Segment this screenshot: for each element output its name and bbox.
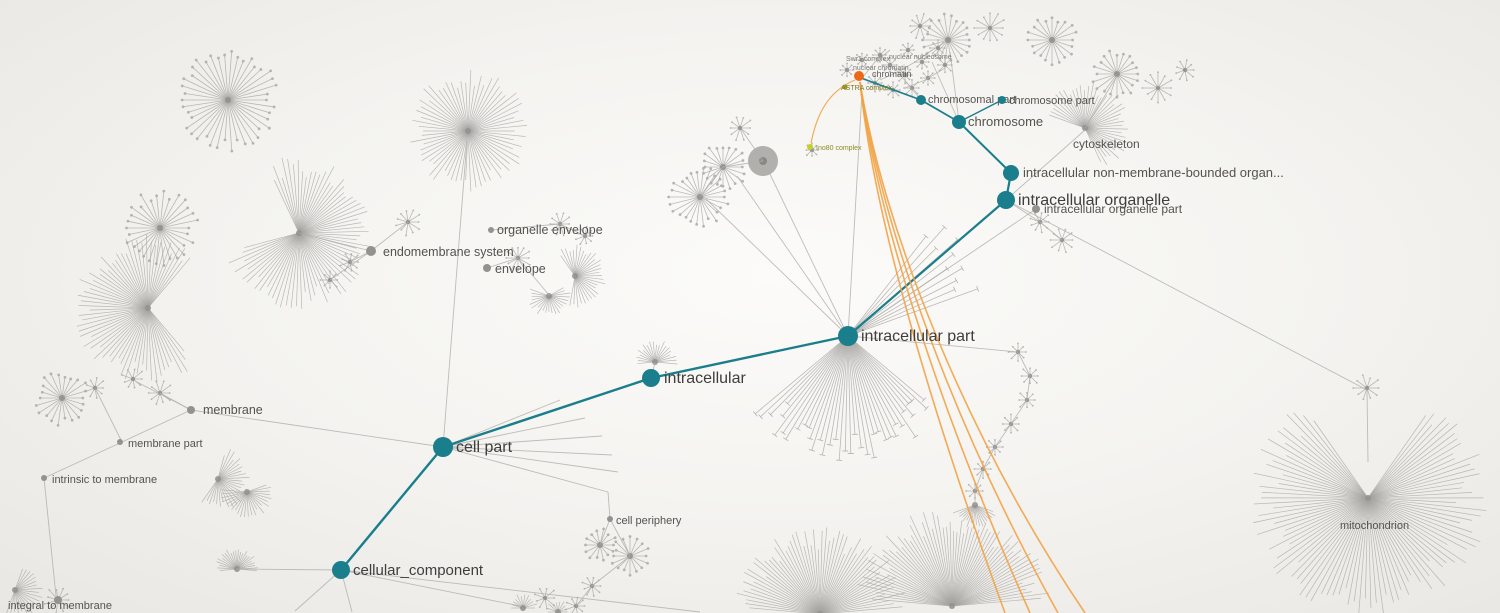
graph-node-intrinsic-to-membrane[interactable] (41, 475, 47, 481)
gray-edges (43, 49, 1369, 613)
graph-node-intracellular_nmb_organelle[interactable] (1003, 165, 1019, 181)
graph-label-tiny[interactable]: Ino80 complex (816, 145, 862, 152)
graph-node-chromosome[interactable] (952, 115, 966, 129)
graph-label-tiny[interactable]: Swr1 complex (846, 56, 890, 63)
graph-node-intracellular[interactable] (642, 369, 660, 387)
graph-node-endomembrane-system[interactable] (366, 246, 376, 256)
graph-node-intracellular_part[interactable] (838, 326, 858, 346)
graph-node-ino80-highlight[interactable] (807, 144, 813, 150)
graph-node-label-chromosomal_part[interactable]: chromosomal part (928, 94, 1016, 106)
graph-label-tiny[interactable]: ASTRA complex (841, 85, 892, 92)
graph-node-label-intracellular_nmb_organelle[interactable]: intracellular non-membrane-bounded organ… (1023, 165, 1284, 180)
graph-node-astra-highlight[interactable] (842, 84, 848, 90)
graph-node-membrane-part[interactable] (117, 439, 123, 445)
graph-node-label-intracellular[interactable]: intracellular (664, 370, 746, 387)
graph-label[interactable]: envelope (495, 262, 546, 276)
graph-node-chromosome_part[interactable] (998, 96, 1006, 104)
graph-label[interactable]: cytoskeleton (1073, 137, 1140, 151)
graph-label[interactable]: membrane part (128, 438, 203, 450)
graph-node-chromosomal_part[interactable] (916, 95, 926, 105)
main-path-edges (339, 77, 1013, 572)
graph-node-cell_part[interactable] (433, 437, 453, 457)
graph-label[interactable]: cell periphery (616, 515, 682, 527)
highlight-paths (810, 79, 1086, 613)
fan-clusters (6, 12, 1487, 613)
graph-node-intracellular_organelle[interactable] (997, 191, 1015, 209)
graph-label-tiny[interactable]: nuclear chromatin (853, 65, 909, 72)
graph-node-label-chromosome[interactable]: chromosome (968, 114, 1043, 129)
graph-node-label-intracellular_part[interactable]: intracellular part (861, 328, 975, 345)
graph-label[interactable]: mitochondrion (1340, 520, 1409, 532)
graph-label[interactable]: organelle envelope (497, 223, 603, 237)
graph-label[interactable]: endomembrane system (383, 245, 514, 259)
graph-node-label-cellular_component[interactable]: cellular_component (353, 562, 484, 579)
graph-node-label-cell_part[interactable]: cell part (456, 439, 513, 456)
graph-node-intracellular-organelle-part[interactable] (1032, 205, 1040, 213)
graph-label[interactable]: membrane (203, 403, 263, 417)
graph-node-membrane[interactable] (187, 406, 195, 414)
graph-node-cell-periphery[interactable] (607, 516, 613, 522)
graph-node-label-chromosome_part[interactable]: chromosome part (1009, 95, 1095, 107)
graph-label-tiny[interactable]: nuclear nucleosome (889, 54, 952, 61)
graph-node-label-intracellular_organelle[interactable]: intracellular organelle (1018, 192, 1170, 209)
graph-label[interactable]: intrinsic to membrane (52, 474, 157, 486)
graph-node-chromatin-highlight[interactable] (854, 71, 864, 81)
graph-node-envelope[interactable] (483, 264, 491, 272)
graph-node-integral-to-membrane[interactable] (54, 596, 62, 604)
graph-node-cellular_component[interactable] (332, 561, 350, 579)
graph-node-organelle-envelope[interactable] (488, 227, 494, 233)
graph-label[interactable]: intracellular organelle part (1044, 202, 1183, 216)
graph-label[interactable]: integral to membrane (8, 600, 112, 612)
graph-label-tiny[interactable]: chromatin (872, 69, 912, 79)
